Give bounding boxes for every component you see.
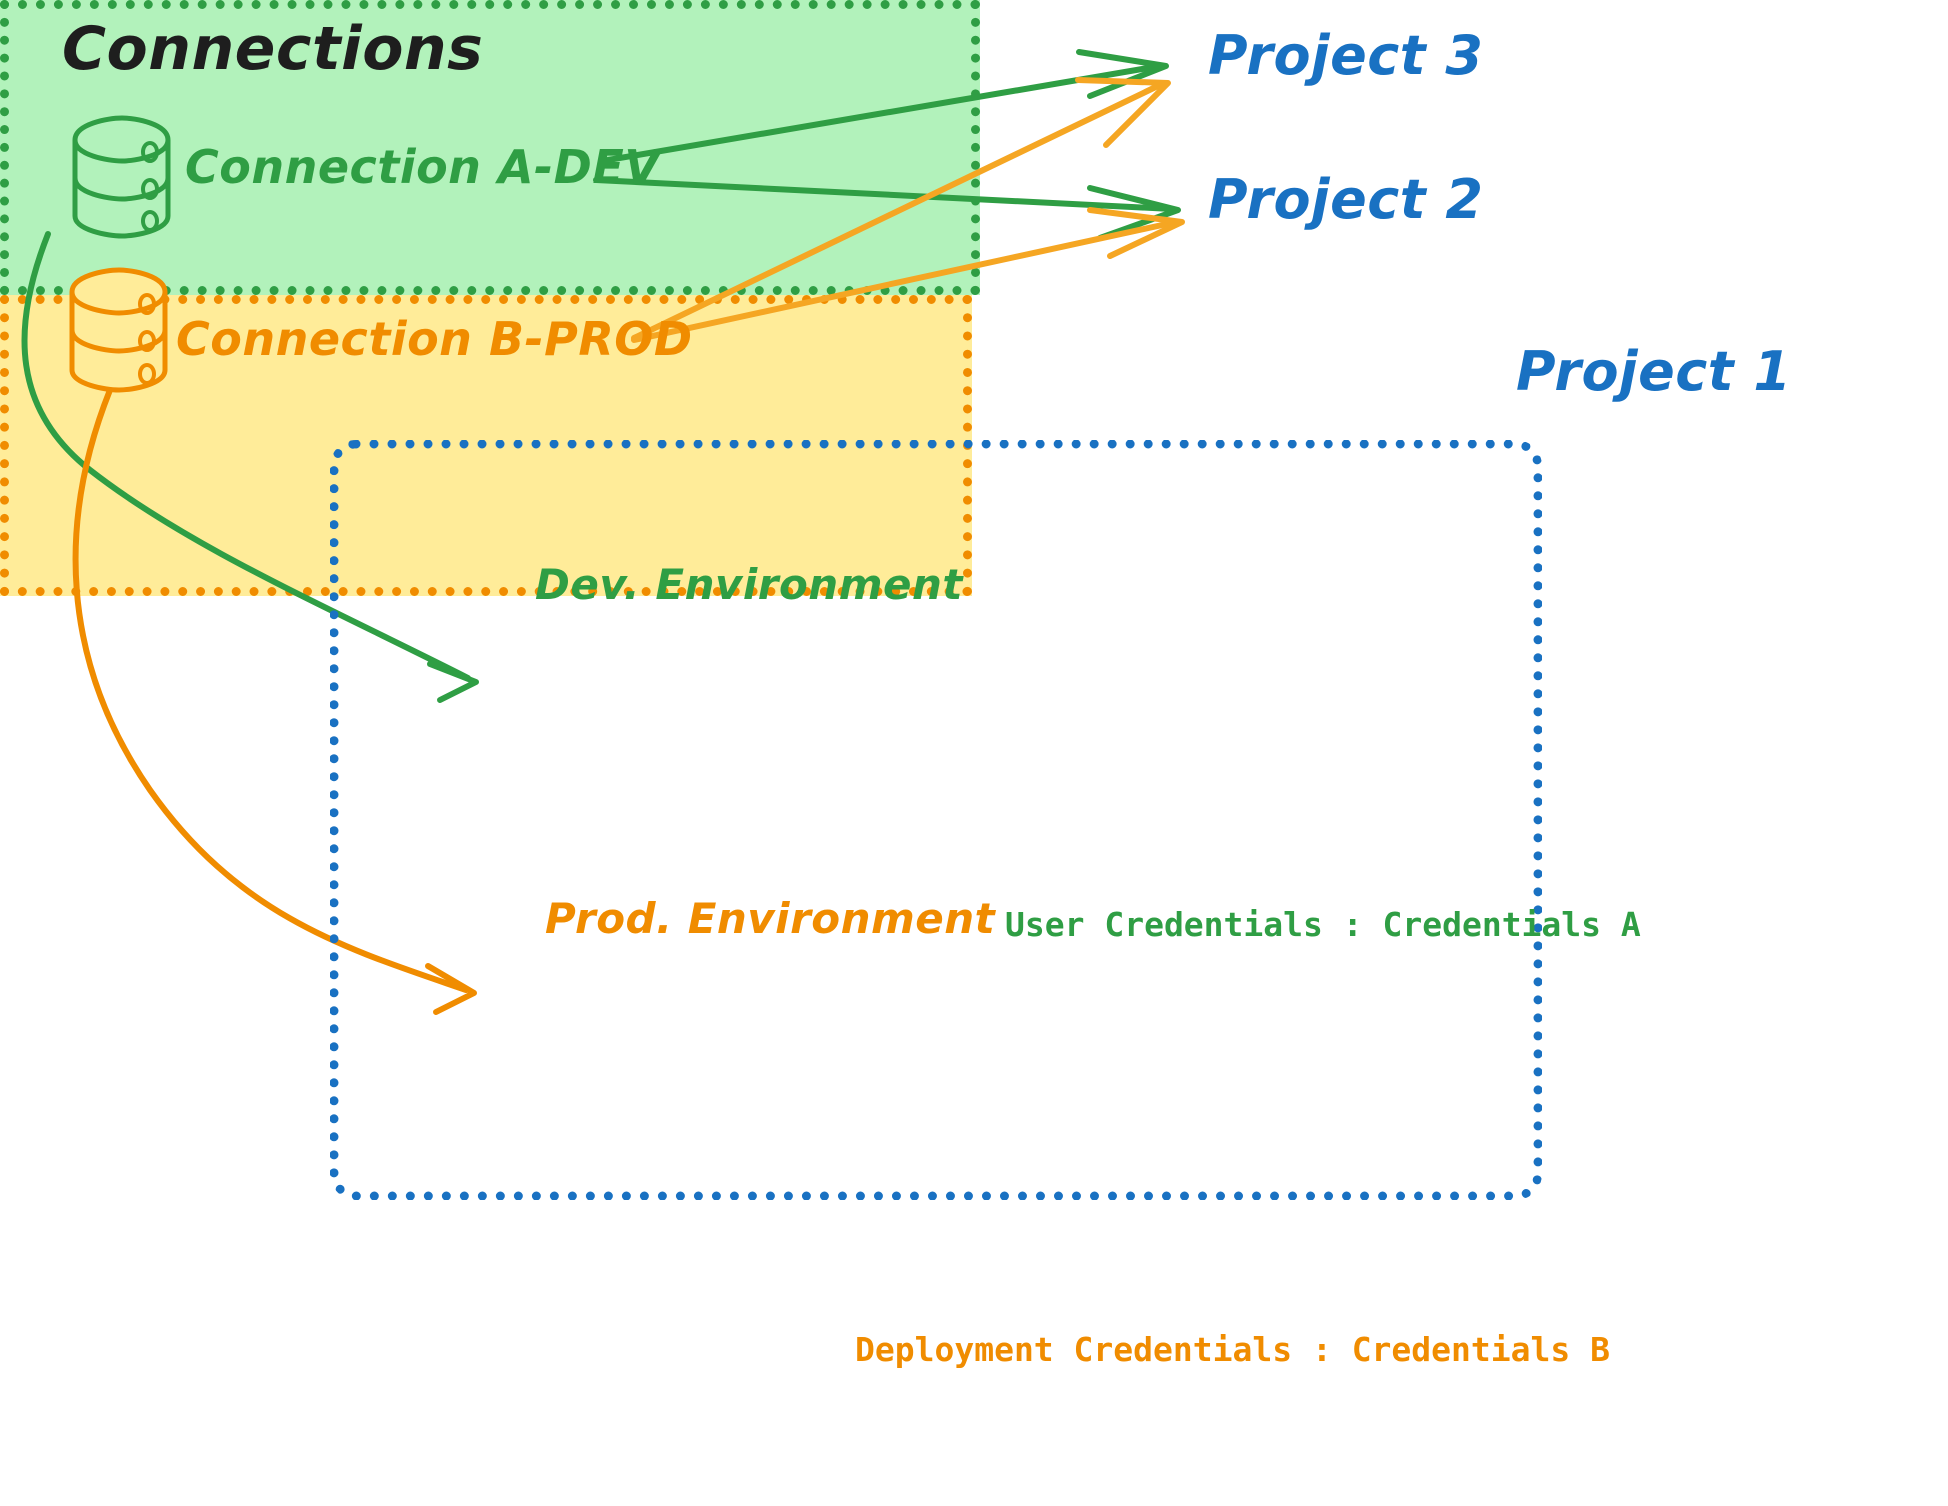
database-icon-b-prod xyxy=(69,267,168,393)
page-title: Connections xyxy=(62,14,484,84)
connection-label-a-dev[interactable]: Connection A-DEV xyxy=(185,140,661,194)
database-icon-a-dev xyxy=(72,115,171,239)
edge-a-dev-to-project-3 xyxy=(605,49,1169,163)
edge-a-dev-to-dev-env xyxy=(21,231,479,703)
edge-b-prod-to-project-3 xyxy=(631,77,1171,341)
prod-environment-credentials: Deployment Credentials : Credentials B xyxy=(855,1330,1610,1369)
dev-environment-title: Dev. Environment xyxy=(535,560,963,609)
edge-b-prod-to-prod-env xyxy=(72,387,477,1015)
project-1-container xyxy=(330,440,1542,1200)
prod-environment-title: Prod. Environment xyxy=(545,894,996,943)
project-label-2[interactable]: Project 2 xyxy=(1208,168,1484,231)
edge-b-prod-to-project-2 xyxy=(631,207,1185,343)
dev-environment-credentials: User Credentials : Credentials A xyxy=(1005,905,1641,944)
project-label-3[interactable]: Project 3 xyxy=(1208,24,1484,87)
connection-label-b-prod[interactable]: Connection B-PROD xyxy=(176,312,693,366)
project-label-1[interactable]: Project 1 xyxy=(1516,340,1792,403)
edge-a-dev-to-project-2 xyxy=(593,177,1181,241)
